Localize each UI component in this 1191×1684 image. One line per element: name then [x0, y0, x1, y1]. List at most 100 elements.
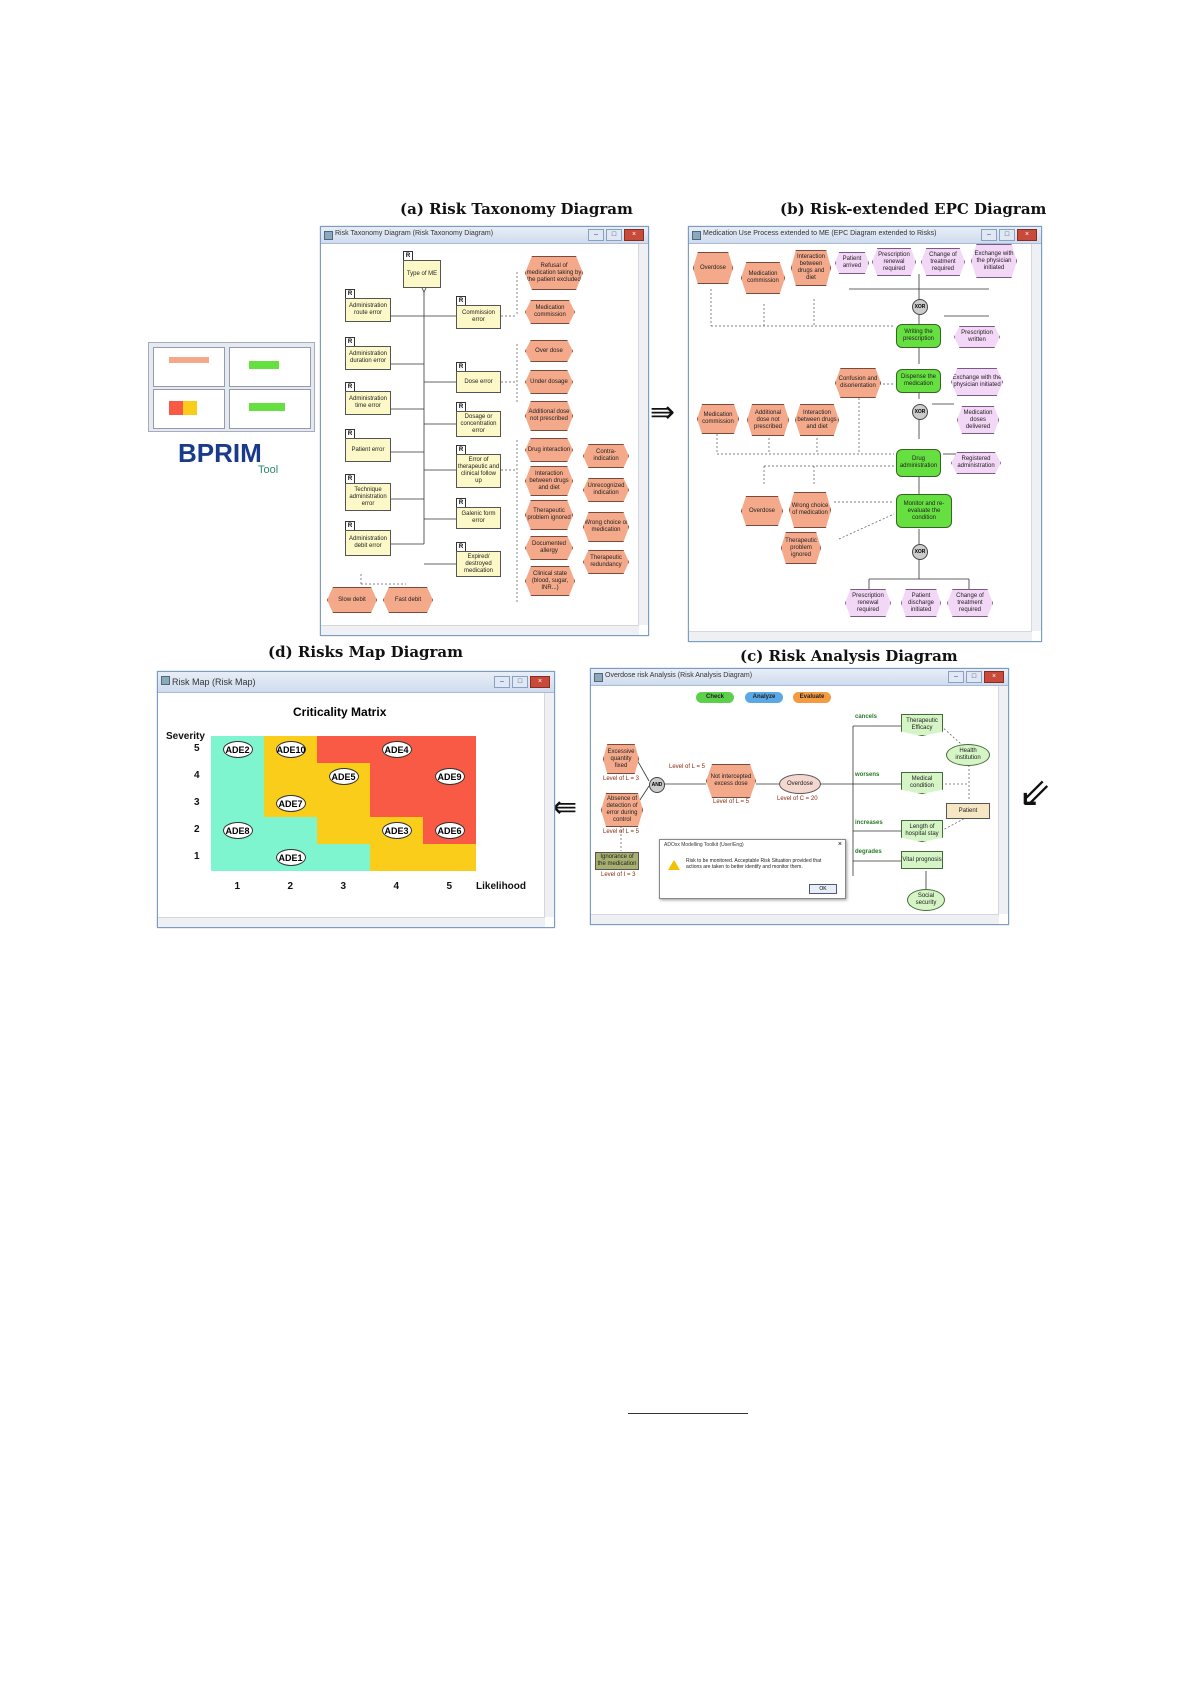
dialog-box[interactable]: ADOxx Modelling Toolkit (User/Eng) × Ris… — [659, 839, 846, 899]
risk-node[interactable]: Interaction between drugs and diet — [791, 250, 831, 286]
event-node[interactable]: Prescription written — [954, 326, 1000, 348]
close-button[interactable]: × — [1017, 229, 1037, 241]
overdose-node[interactable]: Overdose — [779, 774, 821, 794]
ade-marker[interactable]: ADE8 — [222, 822, 253, 839]
risk-node[interactable]: Therapeutic problem ignored — [781, 532, 821, 564]
risk-node[interactable]: Confusion and disorientation — [835, 368, 881, 398]
minimize-button[interactable]: – — [588, 229, 604, 241]
risk-node[interactable]: Medication commission — [741, 262, 785, 294]
risk-node[interactable]: Medication commission — [525, 300, 575, 324]
titlebar[interactable]: Risk Map (Risk Map) – □ × — [158, 672, 554, 693]
horizontal-scrollbar[interactable] — [321, 625, 639, 635]
taxonomy-node[interactable]: Administration debit error — [345, 530, 391, 556]
event-node[interactable]: Change of treatment required — [921, 248, 965, 276]
ade-marker[interactable]: ADE10 — [275, 741, 306, 758]
diagram-canvas[interactable]: Overdose Medication commission Interacti… — [689, 244, 1031, 631]
function-node[interactable]: Dispense the medication — [896, 369, 941, 393]
window-risk-epc[interactable]: Medication Use Process extended to ME (E… — [688, 226, 1042, 642]
titlebar[interactable]: Risk Taxonomy Diagram (Risk Taxonomy Dia… — [321, 227, 648, 244]
ade-marker[interactable]: ADE7 — [275, 795, 306, 812]
ade-marker[interactable]: ADE3 — [381, 822, 412, 839]
minimize-button[interactable]: – — [981, 229, 997, 241]
risk-node[interactable]: Additional dose not prescribed — [747, 404, 789, 436]
and-connector[interactable]: AND — [649, 777, 665, 793]
dialog-close-button[interactable]: × — [837, 841, 842, 848]
analyze-button[interactable]: Analyze — [745, 692, 783, 703]
function-node[interactable]: Writing the prescription — [896, 324, 941, 348]
stakeholder-node[interactable]: Social security — [907, 889, 945, 911]
close-button[interactable]: × — [984, 671, 1004, 683]
vertical-scrollbar[interactable] — [638, 244, 648, 625]
risk-node[interactable]: Wrong choice of medication — [789, 492, 831, 528]
ade-marker[interactable]: ADE1 — [275, 849, 306, 866]
effect-node[interactable]: Therapeutic Efficacy — [901, 714, 943, 736]
vertical-scrollbar[interactable] — [544, 693, 554, 917]
taxonomy-node[interactable]: Commission error — [456, 305, 501, 329]
risk-node[interactable]: Under dosage — [525, 370, 573, 394]
event-node[interactable]: Prescription renewal required — [872, 248, 916, 276]
event-node[interactable]: Medication doses delivered — [957, 406, 999, 434]
horizontal-scrollbar[interactable] — [689, 631, 1032, 641]
event-node[interactable]: Prescription renewal required — [845, 589, 891, 617]
type-of-me-node[interactable]: Type of ME — [403, 260, 441, 288]
taxonomy-node[interactable]: Dosage or concentration error — [456, 411, 501, 437]
ade-marker[interactable]: ADE9 — [434, 768, 465, 785]
maximize-button[interactable]: □ — [999, 229, 1015, 241]
event-node[interactable]: Not intercepted excess dose — [706, 764, 756, 798]
risk-node[interactable]: Overdose — [741, 496, 783, 526]
close-button[interactable]: × — [624, 229, 644, 241]
risk-node[interactable]: Over dose — [525, 340, 573, 362]
effect-node[interactable]: Vital prognosis — [901, 851, 943, 869]
cause-node[interactable]: Excessive quantity fixed — [603, 744, 639, 774]
event-node[interactable]: Exchange with the physician initiated — [971, 244, 1017, 278]
risk-node[interactable]: Therapeutic problem ignored — [525, 500, 573, 530]
function-node[interactable]: Monitor and re-evaluate the condition — [896, 494, 952, 528]
risk-node[interactable]: Interaction between drugs and diet — [525, 466, 573, 496]
risk-node[interactable]: Overdose — [693, 252, 733, 284]
horizontal-scrollbar[interactable] — [591, 914, 999, 924]
risk-node[interactable]: Unrecognized indication — [583, 478, 629, 502]
minimize-button[interactable]: – — [494, 676, 510, 688]
diagram-canvas[interactable]: Check Analyze Evaluate — [591, 686, 998, 914]
risk-node[interactable]: Clinical state (blood, sugar, INR...) — [525, 566, 575, 596]
taxonomy-node[interactable]: Administration duration error — [345, 346, 391, 370]
close-button[interactable]: × — [530, 676, 550, 688]
titlebar[interactable]: Overdose risk Analysis (Risk Analysis Di… — [591, 669, 1008, 686]
window-risk-map[interactable]: Risk Map (Risk Map) – □ × Criticality Ma… — [157, 671, 555, 928]
event-node[interactable]: Patient discharge initiated — [901, 589, 941, 617]
risk-node[interactable]: Documented allergy — [525, 536, 573, 560]
event-node[interactable]: Patient arrived — [835, 252, 869, 274]
maximize-button[interactable]: □ — [606, 229, 622, 241]
risk-node[interactable]: Therapeutic redundancy — [583, 550, 629, 574]
taxonomy-node[interactable]: Error of therapeutic and clinical follow… — [456, 454, 501, 488]
xor-connector[interactable]: XOR — [912, 299, 928, 315]
taxonomy-node[interactable]: Expired/ destroyed medication — [456, 551, 501, 577]
minimize-button[interactable]: – — [948, 671, 964, 683]
taxonomy-node[interactable]: Galenic form error — [456, 507, 501, 529]
window-risk-taxonomy[interactable]: Risk Taxonomy Diagram (Risk Taxonomy Dia… — [320, 226, 649, 636]
dialog-ok-button[interactable]: OK — [809, 884, 837, 894]
vertical-scrollbar[interactable] — [998, 686, 1008, 914]
diagram-canvas[interactable]: R Type of ME R Administration route erro… — [321, 244, 638, 625]
risk-node[interactable]: Refusal of medication taking by the pati… — [525, 256, 583, 290]
ade-marker[interactable]: ADE6 — [434, 822, 465, 839]
risk-node[interactable]: Additional dose not prescribed — [525, 401, 573, 431]
risk-node[interactable]: Slow debit — [327, 587, 377, 613]
stakeholder-node[interactable]: Health institution — [946, 744, 990, 766]
check-button[interactable]: Check — [696, 692, 734, 703]
ade-marker[interactable]: ADE5 — [328, 768, 359, 785]
ade-marker[interactable]: ADE2 — [222, 741, 253, 758]
stakeholder-node[interactable]: Patient — [946, 803, 990, 819]
event-node[interactable]: Change of treatment required — [947, 589, 993, 617]
taxonomy-node[interactable]: Administration time error — [345, 391, 391, 415]
evaluate-button[interactable]: Evaluate — [793, 692, 831, 703]
risk-node[interactable]: Wrong choice of medication — [583, 512, 629, 542]
maximize-button[interactable]: □ — [512, 676, 528, 688]
risk-map-canvas[interactable]: Criticality Matrix Severity Likelihood A… — [158, 693, 544, 917]
ade-marker[interactable]: ADE4 — [381, 741, 412, 758]
effect-node[interactable]: Medical condition — [901, 772, 943, 794]
taxonomy-node[interactable]: Technique administration error — [345, 483, 391, 511]
risk-node[interactable]: Drug interaction — [525, 438, 573, 462]
taxonomy-node[interactable]: Administration route error — [345, 298, 391, 322]
risk-node[interactable]: Fast debit — [383, 587, 433, 613]
